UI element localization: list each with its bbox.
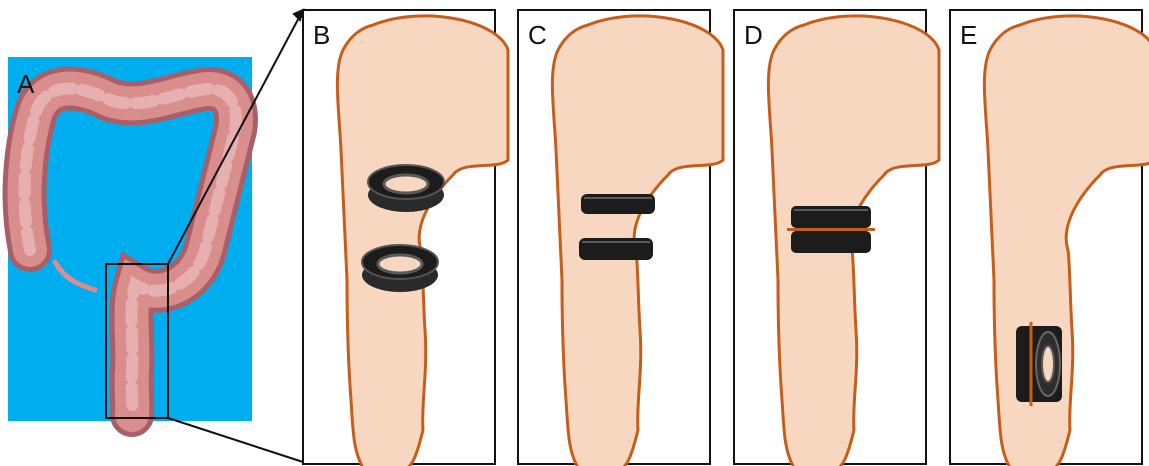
magnetic-ring-icon xyxy=(1016,322,1062,406)
magnetic-ring-icon xyxy=(787,206,875,253)
panel-label-a: A xyxy=(17,69,35,99)
panel-label-b: B xyxy=(313,20,330,50)
panel-c: C xyxy=(518,10,723,466)
panel-label-e: E xyxy=(960,20,977,50)
magnetic-ring-icon xyxy=(362,245,438,292)
panel-d: D xyxy=(734,10,939,466)
panel-label-d: D xyxy=(744,20,763,50)
magnetic-ring-icon xyxy=(368,165,444,212)
panel-a: A xyxy=(8,57,252,421)
panel-label-c: C xyxy=(528,20,547,50)
panel-b: B xyxy=(303,10,508,466)
magnetic-ring-icon xyxy=(581,194,655,214)
magnetic-ring-icon xyxy=(579,238,653,260)
panel-e: E xyxy=(950,10,1149,466)
